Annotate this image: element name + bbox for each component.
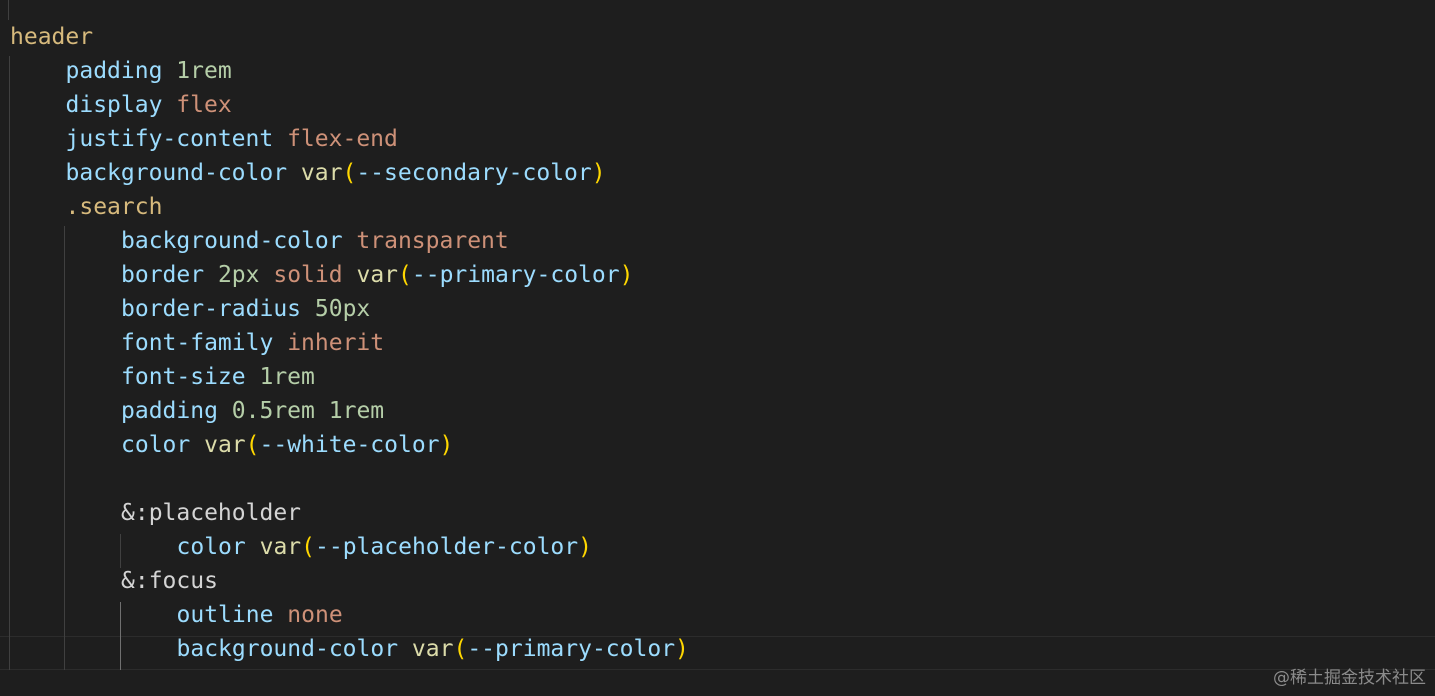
code-token-property: --placeholder-color	[315, 534, 579, 560]
code-token-plain	[273, 126, 287, 152]
code-token-property: border-radius	[121, 296, 302, 322]
code-token-function: var	[300, 160, 343, 186]
code-token-paren: (	[245, 432, 260, 458]
code-token-paren: )	[578, 534, 592, 560]
code-line[interactable]: padding 1rem	[66, 54, 232, 88]
code-token-plain	[218, 398, 232, 424]
code-token-paren: )	[591, 160, 606, 186]
code-token-function: var	[204, 432, 246, 458]
code-token-property: outline	[176, 602, 274, 628]
code-token-paren: )	[619, 262, 634, 288]
code-line[interactable]: background-color var(--secondary-color)	[66, 156, 606, 190]
code-token-keyword: flex-end	[287, 126, 398, 152]
code-token-plain	[162, 92, 176, 118]
code-token-property: font-family	[121, 330, 274, 356]
code-token-plain	[315, 398, 329, 424]
code-token-property: background-color	[176, 636, 399, 662]
code-token-property: color	[121, 432, 191, 458]
indent-guide-header	[9, 56, 10, 670]
code-line[interactable]: border 2px solid var(--primary-color)	[121, 258, 633, 292]
indent-guide-placeholder	[120, 534, 121, 568]
code-token-property: color	[176, 534, 246, 560]
code-line[interactable]: background-color transparent	[121, 224, 509, 258]
code-token-plain	[273, 602, 287, 628]
code-token-plain	[246, 364, 260, 390]
code-line[interactable]: .search	[66, 190, 163, 224]
current-line-highlight	[0, 636, 1435, 670]
code-token-plain	[246, 534, 260, 560]
indent-guide-file	[8, 0, 9, 20]
code-token-paren: (	[342, 160, 357, 186]
code-token-property: background-color	[65, 160, 288, 186]
code-token-selector: .search	[65, 194, 163, 220]
code-token-plain	[162, 58, 176, 84]
code-line[interactable]: font-family inherit	[121, 326, 384, 360]
code-token-keyword: none	[287, 602, 343, 628]
code-token-plain	[190, 432, 204, 458]
code-token-plain	[260, 262, 274, 288]
code-token-plain	[204, 262, 218, 288]
code-token-property: justify-content	[65, 126, 274, 152]
code-line[interactable]: background-color var(--primary-color)	[177, 632, 689, 666]
code-token-number: 2px	[217, 262, 260, 288]
code-token-function: var	[259, 534, 302, 560]
code-line[interactable]: font-size 1rem	[121, 360, 315, 394]
code-token-keyword: solid	[273, 262, 343, 288]
code-line[interactable]: justify-content flex-end	[66, 122, 398, 156]
code-token-plain	[343, 228, 357, 254]
code-token-function: var	[356, 262, 399, 288]
code-token-plain	[273, 330, 287, 356]
code-token-keyword: transparent	[356, 228, 509, 254]
code-line[interactable]: &:placeholder	[121, 496, 301, 530]
code-line[interactable]: border-radius 50px	[121, 292, 370, 326]
code-line[interactable]: color var(--white-color)	[121, 428, 453, 462]
code-token-paren: (	[453, 636, 468, 662]
code-token-property: --white-color	[259, 432, 440, 458]
code-token-paren: )	[675, 636, 689, 662]
code-token-property: --secondary-color	[356, 160, 592, 186]
code-token-property: border	[121, 262, 205, 288]
code-token-plain	[398, 636, 412, 662]
code-token-property: padding	[121, 398, 218, 424]
code-token-number: 50px	[314, 296, 371, 322]
code-line[interactable]: color var(--placeholder-color)	[177, 530, 592, 564]
code-token-property: background-color	[121, 228, 343, 254]
code-token-plain: &:focus	[121, 568, 218, 594]
code-line[interactable]: outline none	[177, 598, 343, 632]
code-token-property: --primary-color	[467, 636, 676, 662]
code-line[interactable]: padding 0.5rem 1rem	[121, 394, 384, 428]
code-token-number: 0.5rem	[231, 398, 315, 424]
code-token-number: 1rem	[259, 364, 315, 390]
code-token-property: font-size	[121, 364, 246, 390]
code-token-property: --primary-color	[411, 262, 620, 288]
code-token-plain	[343, 262, 357, 288]
code-line[interactable]: &:focus	[121, 564, 218, 598]
code-token-paren: (	[398, 262, 412, 288]
code-token-property: padding	[65, 58, 163, 84]
code-token-function: var	[411, 636, 454, 662]
code-token-plain	[301, 296, 315, 322]
code-token-paren: (	[301, 534, 316, 560]
code-token-number: 1rem	[328, 398, 385, 424]
code-line[interactable]: display flex	[66, 88, 232, 122]
indent-guide-search	[64, 226, 65, 670]
code-token-number: 1rem	[176, 58, 232, 84]
code-token-plain: &:placeholder	[121, 500, 302, 526]
code-token-property: display	[65, 92, 163, 118]
code-line[interactable]: header	[10, 20, 93, 54]
watermark-text: @稀土掘金技术社区	[1273, 668, 1426, 688]
code-token-selector: header	[10, 24, 94, 50]
code-token-keyword: flex	[176, 92, 232, 118]
code-token-keyword: inherit	[287, 330, 385, 356]
code-token-plain	[287, 160, 301, 186]
indent-guide-focus	[120, 602, 121, 670]
code-token-paren: )	[439, 432, 454, 458]
